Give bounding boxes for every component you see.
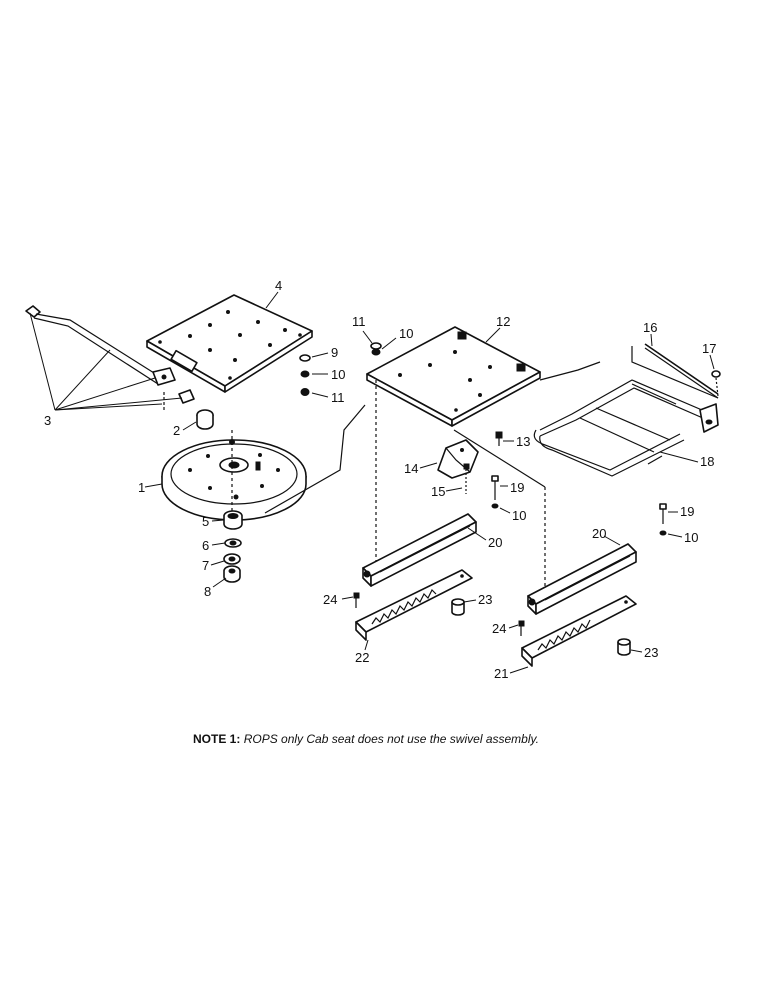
slide-rail-left (362, 513, 487, 587)
callout-7: 7 (202, 558, 209, 573)
bracket (419, 439, 479, 479)
callout-11-a: 11 (331, 390, 345, 405)
callout-24-a: 24 (323, 592, 337, 607)
callout-11-b: 11 (352, 314, 366, 329)
swivel-lever (25, 305, 195, 410)
callout-19-a: 19 (510, 480, 524, 495)
callout-16: 16 (643, 320, 657, 335)
callout-2: 2 (173, 423, 180, 438)
callout-21: 21 (494, 666, 508, 681)
callout-3: 3 (44, 413, 51, 428)
bolt-13 (495, 431, 514, 446)
callout-1: 1 (138, 480, 145, 495)
callout-20-b: 20 (592, 526, 606, 541)
callout-labels: 1 2 3 4 5 6 7 8 9 10 11 11 10 12 13 14 1… (44, 278, 716, 681)
screw-15 (445, 463, 470, 494)
leader-12 (485, 327, 501, 343)
hub-stack (210, 430, 243, 588)
swivel-upper-plate (146, 294, 313, 393)
leader-3 (29, 312, 183, 411)
callout-18: 18 (700, 454, 714, 469)
slide-rail-right (527, 535, 637, 615)
callout-13: 13 (516, 434, 530, 449)
callout-10-b: 10 (399, 326, 413, 341)
callout-14: 14 (404, 461, 418, 476)
mount-plate (366, 326, 541, 427)
callout-8: 8 (204, 584, 211, 599)
callout-4: 4 (275, 278, 282, 293)
rod-16 (631, 333, 719, 399)
pin-17 (709, 354, 721, 397)
callout-10-d: 10 (684, 530, 698, 545)
callout-12: 12 (496, 314, 510, 329)
note-text: ROPS only Cab seat does not use the swiv… (243, 732, 539, 746)
hardware-11-10-top (362, 330, 397, 356)
seat-frame (533, 379, 719, 477)
bumpers-23 (451, 598, 643, 656)
callout-24-b: 24 (492, 621, 506, 636)
latch-bar-right (509, 595, 637, 674)
callout-9: 9 (331, 345, 338, 360)
callout-5: 5 (202, 514, 209, 529)
screws-24 (341, 592, 525, 636)
hardware-9-10-11 (299, 352, 329, 398)
note: NOTE 1: ROPS only Cab seat does not use … (193, 730, 573, 748)
bolts-19-washers-10 (491, 475, 683, 538)
note-label: NOTE 1: (193, 732, 241, 746)
callout-20-a: 20 (488, 535, 502, 550)
knob (182, 409, 214, 431)
callout-23-b: 23 (644, 645, 658, 660)
assembly-reference-lines (264, 361, 601, 590)
callout-10-a: 10 (331, 367, 345, 382)
callout-10-c: 10 (512, 508, 526, 523)
leader-4 (265, 291, 279, 309)
callout-17: 17 (702, 341, 716, 356)
latch-bar-left (355, 569, 473, 651)
callout-15: 15 (431, 484, 445, 499)
callout-23-a: 23 (478, 592, 492, 607)
swivel-disc (144, 439, 307, 521)
callout-22: 22 (355, 650, 369, 665)
callout-6: 6 (202, 538, 209, 553)
callout-19-b: 19 (680, 504, 694, 519)
